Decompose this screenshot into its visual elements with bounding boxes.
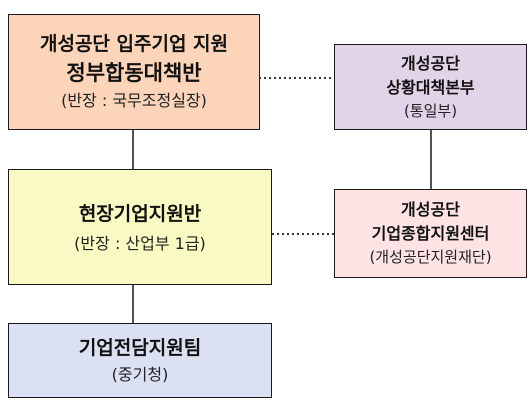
joint-task-force-box: 개성공단 입주기업 지원 정부합동대책반 (반장 : 국무조정실장) <box>8 14 260 130</box>
field-support-box: 현장기업지원반 (반장 : 산업부 1급) <box>8 169 272 285</box>
situation-hq-box: 개성공단 상황대책본부 (통일부) <box>334 44 527 130</box>
field-support-head: (반장 : 산업부 1급) <box>74 234 206 253</box>
dedicated-team-box: 기업전담지원팀 (중기청) <box>8 323 272 398</box>
situation-hq-agency: (통일부) <box>403 101 458 120</box>
integrated-center-agency: (개성공단지원재단) <box>369 248 492 266</box>
integrated-center-line1: 개성공단 <box>401 200 460 219</box>
joint-task-force-line1: 개성공단 입주기업 지원 <box>39 33 229 55</box>
dedicated-team-head: (중기청) <box>111 364 169 384</box>
joint-task-force-head: (반장 : 국무조정실장) <box>61 91 207 110</box>
field-support-title: 현장기업지원반 <box>78 203 202 225</box>
integrated-center-box: 개성공단 기업종합지원센터 (개성공단지원재단) <box>334 189 527 278</box>
situation-hq-line1: 개성공단 <box>401 53 460 73</box>
joint-task-force-line2: 정부합동대책반 <box>66 61 202 85</box>
situation-hq-line2: 상황대책본부 <box>386 77 475 97</box>
integrated-center-line2: 기업종합지원센터 <box>371 224 490 243</box>
dedicated-team-title: 기업전담지원팀 <box>78 336 202 359</box>
